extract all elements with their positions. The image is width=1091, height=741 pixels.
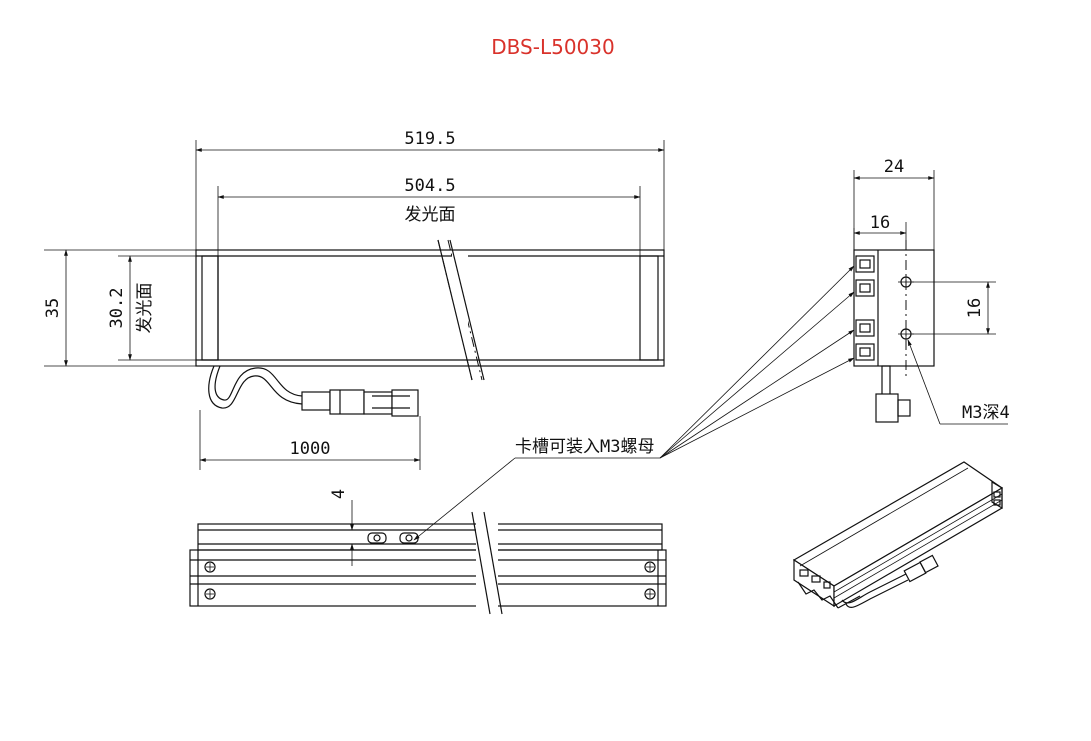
- dim-emitting-height: 30.2: [107, 288, 127, 329]
- dim-slot-offset: 4: [329, 489, 349, 499]
- drawing-title: DBS-L50030: [491, 35, 614, 59]
- slot-note: 卡槽可装入M3螺母: [413, 265, 855, 541]
- dim-hole-pitch: 16: [965, 298, 985, 318]
- dim-total-length: 519.5: [404, 129, 455, 149]
- isometric-view: [792, 461, 1004, 609]
- side-view: 24 16 16 M3深4: [853, 157, 1010, 425]
- label-emitting-surface-side: 发光面: [135, 283, 155, 334]
- dim-cable-length: 1000: [290, 439, 331, 459]
- dim-side-width: 24: [884, 157, 904, 177]
- label-emitting-surface-top: 发光面: [405, 205, 456, 225]
- front-view: 519.5 504.5 发光面 35 30.2 发光面 1000: [43, 129, 665, 470]
- top-view: 4: [189, 489, 667, 616]
- dim-emitting-length: 504.5: [404, 176, 455, 196]
- dim-height: 35: [43, 298, 63, 318]
- dim-side-inner: 16: [870, 213, 890, 233]
- slot-note-text: 卡槽可装入M3螺母: [515, 437, 654, 457]
- thread-note: M3深4: [962, 403, 1010, 423]
